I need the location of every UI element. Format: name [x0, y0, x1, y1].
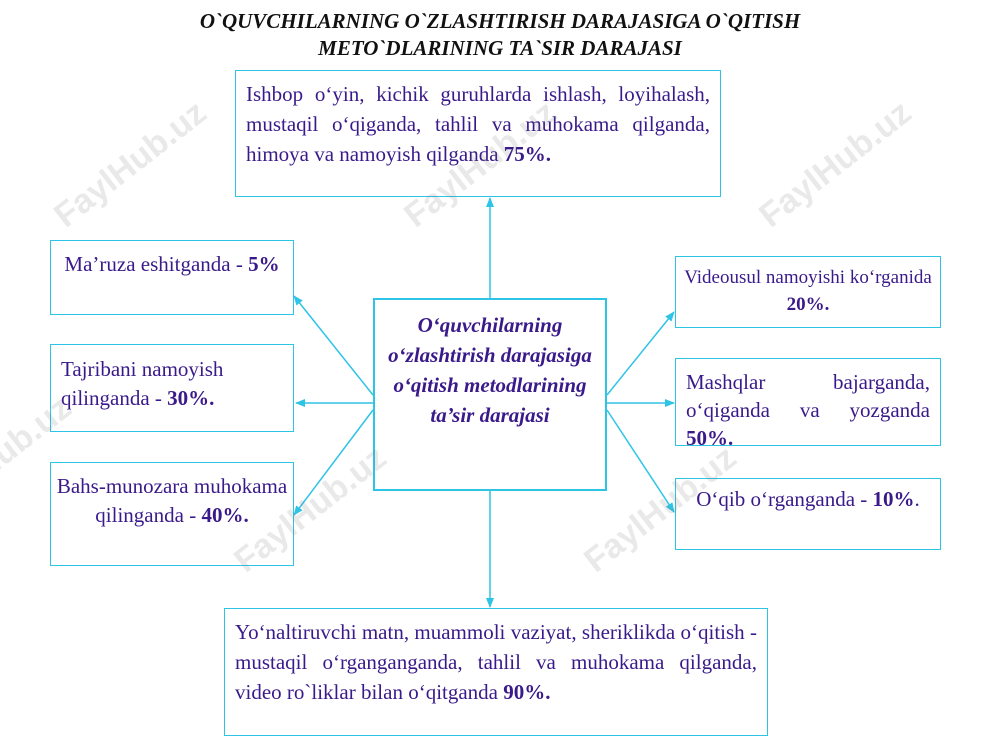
node-right3-value: 10%: [872, 487, 915, 511]
node-left3-value: 40%.: [201, 503, 249, 527]
node-right2-text: Mashqlar bajarganda, o‘qiganda va yozgan…: [686, 370, 930, 422]
arrow-to-left1: [293, 295, 374, 396]
node-center-text: O‘quvchilarning o‘zlashtirish darajasiga…: [388, 313, 592, 427]
diagram-title: O`QUVCHILARNING O`ZLASHTIRISH DARAJASIGA…: [100, 8, 900, 62]
node-top-value: 75%.: [503, 142, 552, 166]
node-left3-text: Bahs-munozara muhokama qilinganda -: [56, 474, 288, 527]
node-top: Ishbop o‘yin, kichik guruhlarda ishlash,…: [235, 70, 721, 197]
arrow-to-right3: [606, 409, 675, 513]
node-right3-text: O‘qib o‘rganganda -: [696, 487, 873, 511]
node-left2-text: Tajribani namoyish qilinganda -: [61, 357, 224, 410]
node-right2: Mashqlar bajarganda, o‘qiganda va yozgan…: [675, 358, 941, 450]
node-top-text: Ishbop o‘yin, kichik guruhlarda ishlash,…: [246, 82, 710, 166]
arrow-to-right1: [606, 311, 675, 396]
arrow-to-left3: [293, 409, 374, 516]
title-line-1: O`QUVCHILARNING O`ZLASHTIRISH DARAJASIGA…: [199, 9, 801, 33]
node-right1-value: 20%.: [786, 294, 830, 315]
node-right2-value: 50%.: [686, 426, 734, 450]
node-left2-value: 30%.: [167, 386, 215, 410]
node-right1: Videousul namoyishi ko‘rganida 20%.: [675, 256, 941, 328]
title-line-2: METO`DLARINING TA`SIR DARAJASI: [318, 36, 682, 60]
node-center: O‘quvchilarning o‘zlashtirish darajasiga…: [373, 298, 607, 491]
node-bottom-value: 90%.: [503, 680, 551, 704]
node-right1-text: Videousul namoyishi ko‘rganida: [684, 267, 932, 288]
node-bottom: Yo‘naltiruvchi matn, muammoli vaziyat, s…: [224, 608, 768, 736]
node-left1-text: Ma’ruza eshitganda -: [64, 252, 249, 276]
node-bottom-text: Yo‘naltiruvchi matn, muammoli vaziyat, s…: [235, 620, 757, 704]
node-left1-value: 5%: [248, 252, 280, 276]
node-right3: O‘qib o‘rganganda - 10%.: [675, 478, 941, 550]
node-left3: Bahs-munozara muhokama qilinganda - 40%.: [50, 462, 294, 566]
node-left1: Ma’ruza eshitganda - 5%: [50, 240, 294, 315]
node-left2: Tajribani namoyish qilinganda - 30%.: [50, 344, 294, 432]
node-right3-suffix: .: [914, 487, 920, 511]
